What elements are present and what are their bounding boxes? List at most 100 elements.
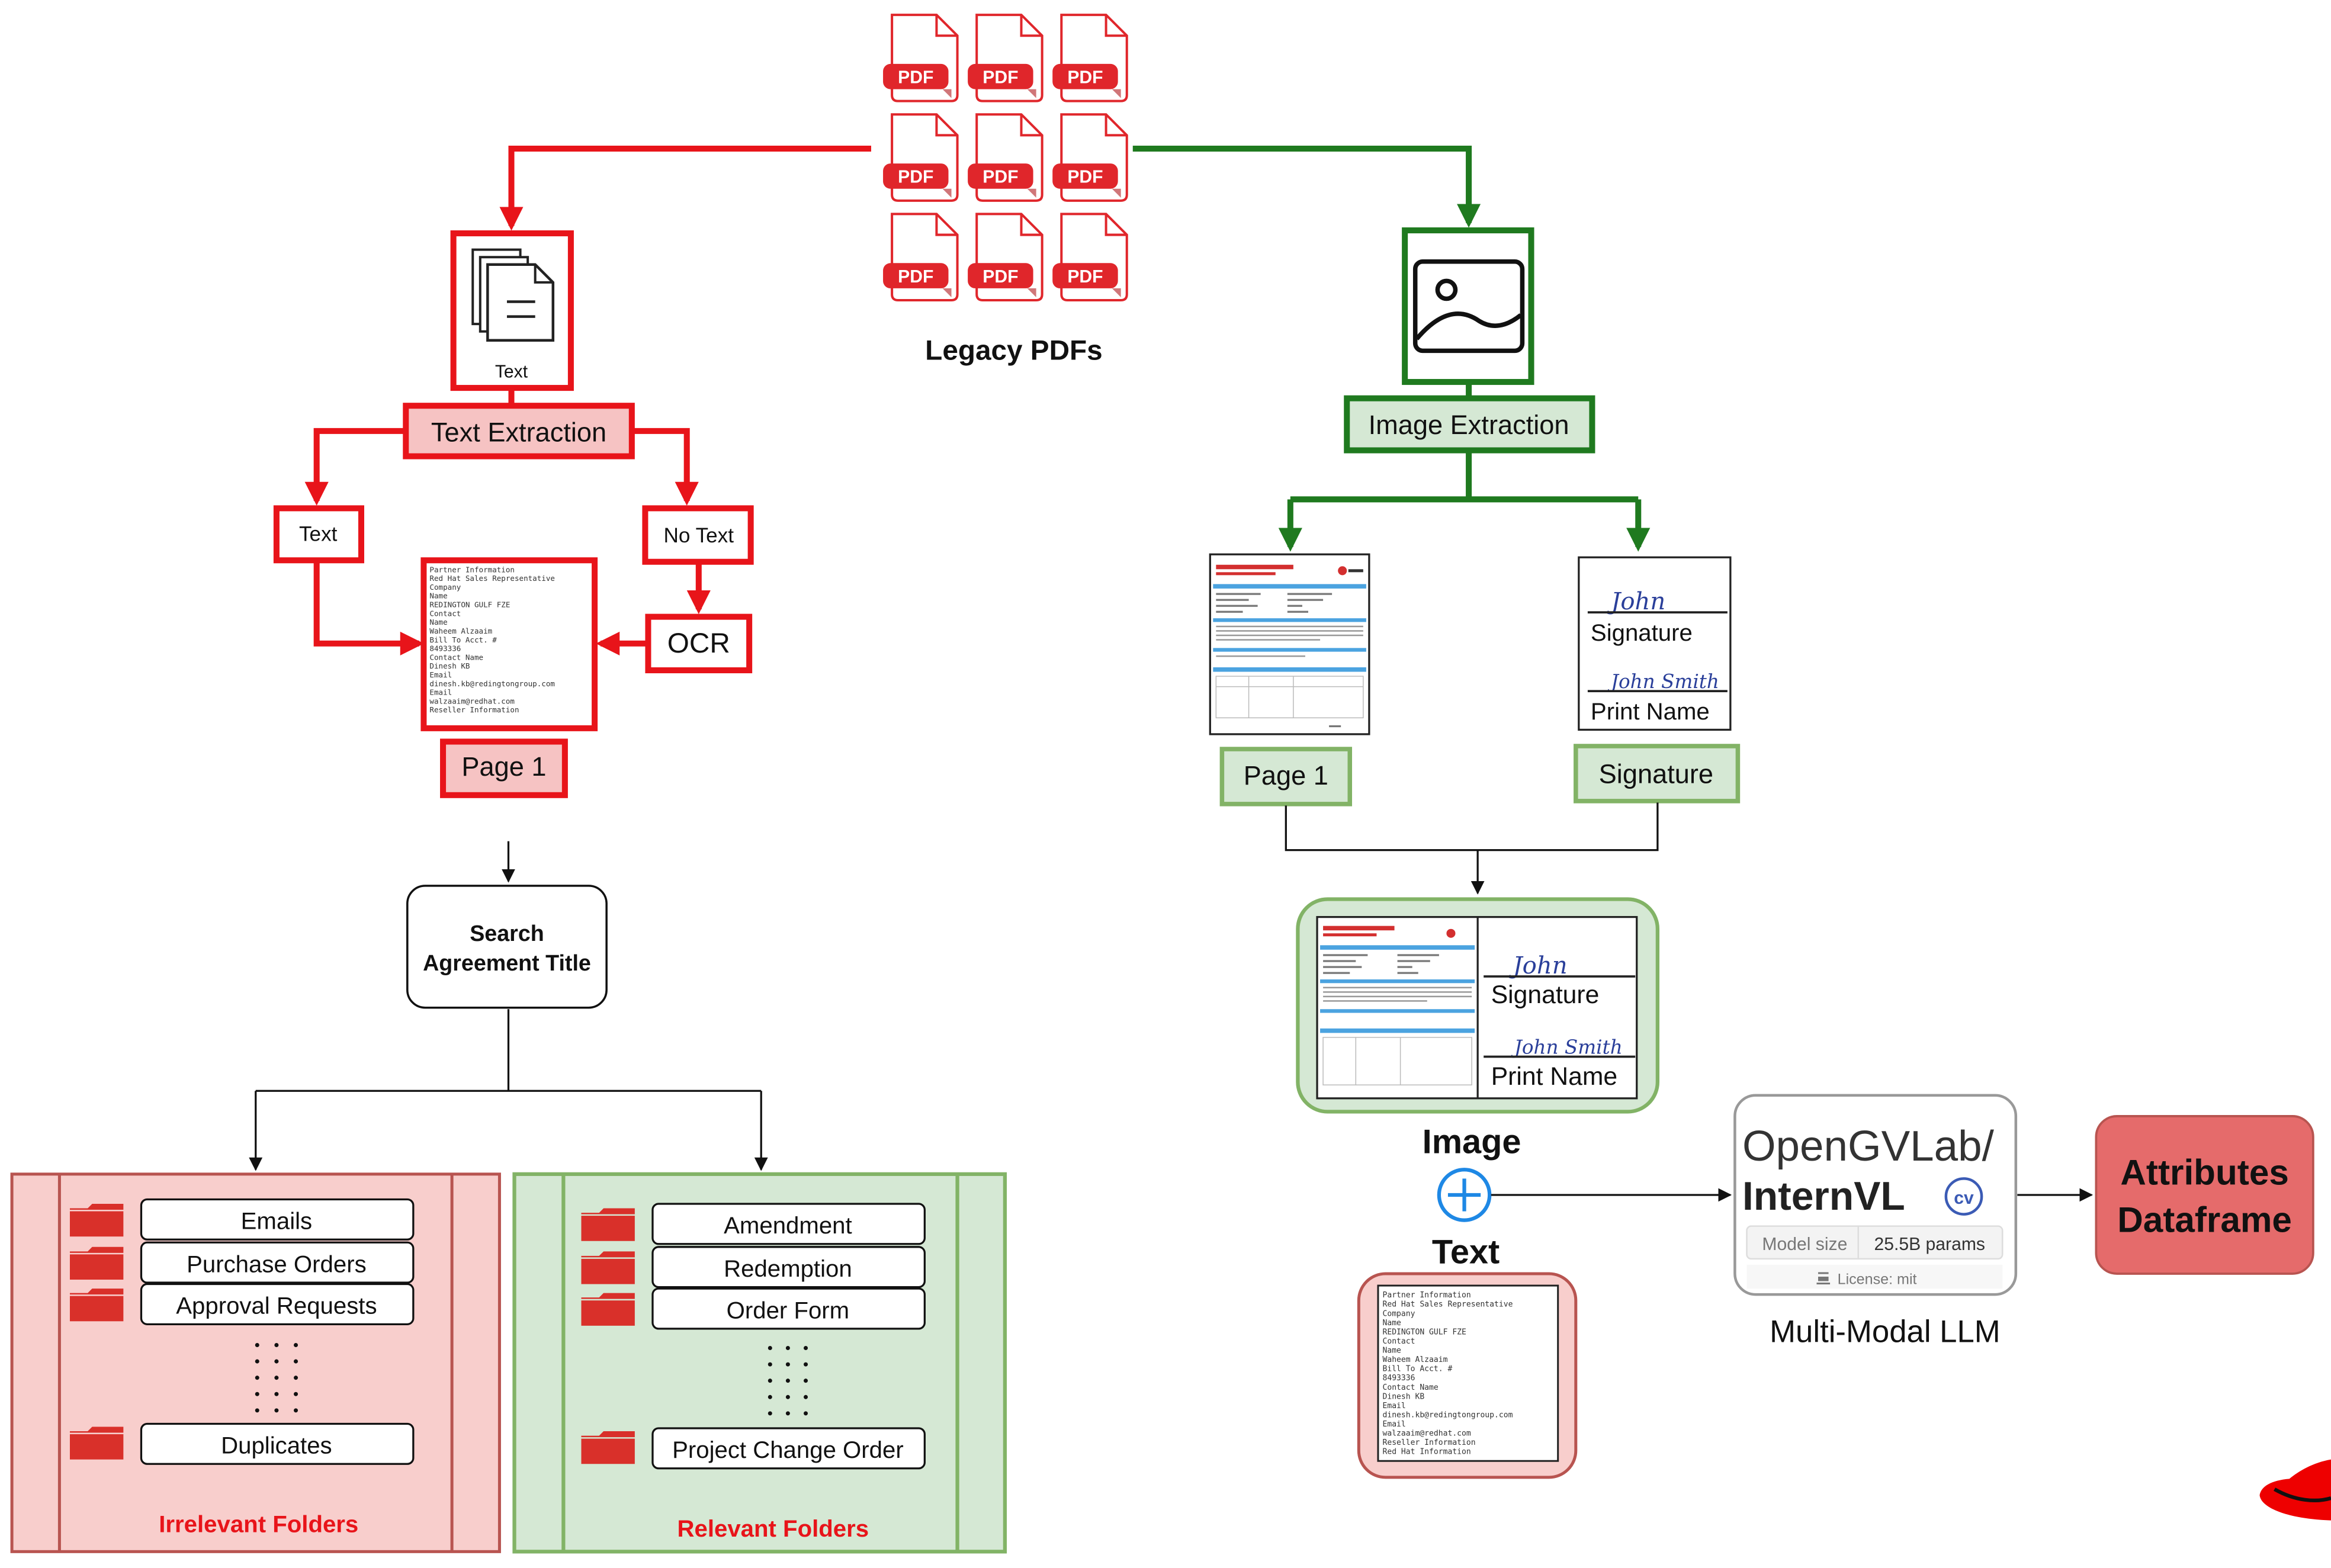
irrelevant-folders-group: Emails Purchase Orders Approval Requests… bbox=[10, 1172, 501, 1553]
svg-text:PDF: PDF bbox=[1067, 168, 1103, 187]
svg-text:cv: cv bbox=[1954, 1188, 1974, 1208]
llm-org: OpenGVLab/ bbox=[1742, 1122, 1995, 1170]
image-page-label: Page 1 bbox=[1219, 747, 1353, 807]
page-text-line: REDINGTON GULF FZE bbox=[429, 600, 510, 609]
image-page-thumbnail bbox=[1209, 553, 1370, 735]
svg-text:Duplicates: Duplicates bbox=[221, 1432, 332, 1459]
svg-text:Approval Requests: Approval Requests bbox=[176, 1293, 377, 1319]
svg-text:John Smith: John Smith bbox=[1607, 670, 1719, 693]
page-text-line: Dinesh KB bbox=[429, 661, 470, 670]
relevant-folders-group: Amendment Redemption Order Form Project … bbox=[512, 1172, 1007, 1554]
svg-text:PDF: PDF bbox=[1067, 68, 1103, 88]
folder-item: Redemption bbox=[651, 1246, 926, 1289]
svg-text:Order Form: Order Form bbox=[727, 1297, 850, 1323]
edge-extraction-to-no-text bbox=[633, 428, 699, 506]
llm-caption: Multi-Modal LLM bbox=[1770, 1314, 2001, 1349]
edge-merge-lines bbox=[1285, 802, 1659, 852]
page-text-line: Reseller Information bbox=[429, 705, 519, 714]
text-document-node: Text bbox=[450, 230, 574, 391]
svg-text:PDF: PDF bbox=[983, 168, 1018, 187]
folder-icon bbox=[69, 1289, 124, 1322]
svg-text:Text: Text bbox=[299, 523, 338, 546]
pdf-icon: PDF bbox=[883, 214, 958, 300]
page-text-line: Bill To Acct. # bbox=[1382, 1365, 1452, 1374]
svg-text:Amendment: Amendment bbox=[724, 1212, 852, 1239]
folder-icon bbox=[581, 1251, 635, 1284]
page-text-line: Waheem Alzaaim bbox=[1382, 1355, 1447, 1364]
folder-item: Purchase Orders bbox=[140, 1241, 415, 1284]
pdf-grid: PDF PDF PDF PDF PDF PDF PDF PDF PDF bbox=[883, 15, 1127, 300]
folder-icon bbox=[69, 1426, 124, 1460]
folder-item: Order Form bbox=[651, 1287, 926, 1330]
edge-pdfs-to-image-branch bbox=[1132, 145, 1481, 228]
ellipsis-dots bbox=[255, 1342, 298, 1413]
pdf-icon: PDF bbox=[883, 15, 958, 101]
model-size-value: 25.5B params bbox=[1874, 1235, 1985, 1254]
text-page-label: Page 1 bbox=[440, 738, 568, 798]
folder-icon bbox=[69, 1204, 124, 1237]
svg-text:Page 1: Page 1 bbox=[461, 751, 546, 782]
llm-model: InternVL bbox=[1742, 1174, 1905, 1219]
page-text-line: 8493336 bbox=[1382, 1374, 1415, 1383]
pdf-icon: PDF bbox=[1052, 114, 1127, 201]
folder-item: Amendment bbox=[651, 1203, 926, 1245]
image-caption: Image bbox=[1423, 1123, 1521, 1161]
svg-text:Project Change Order: Project Change Order bbox=[672, 1437, 904, 1463]
svg-text:Purchase Orders: Purchase Orders bbox=[187, 1251, 367, 1277]
text-caption: Text bbox=[1432, 1233, 1500, 1271]
page-text-line: dinesh.kb@redingtongroup.com bbox=[1382, 1410, 1513, 1419]
edge-text-to-page bbox=[313, 561, 424, 656]
license-icon bbox=[1816, 1272, 1831, 1285]
svg-text:PDF: PDF bbox=[1067, 267, 1103, 287]
signature-thumbnail: John Signature John Smith Print Name bbox=[1578, 556, 1732, 731]
pdf-icon: PDF bbox=[968, 15, 1042, 101]
svg-text:PDF: PDF bbox=[898, 168, 933, 187]
svg-text:Print Name: Print Name bbox=[1591, 698, 1710, 725]
folder-icon bbox=[581, 1431, 635, 1464]
page-text-line: Name bbox=[1382, 1347, 1401, 1355]
ocr-node: OCR bbox=[645, 613, 753, 673]
edge-image-extraction-split bbox=[1290, 452, 1639, 503]
pdf-icon: PDF bbox=[1052, 214, 1127, 300]
svg-text:Attributes: Attributes bbox=[2120, 1152, 2288, 1192]
svg-text:No Text: No Text bbox=[664, 524, 734, 547]
svg-text:John Smith: John Smith bbox=[1511, 1036, 1623, 1059]
red-hat-logo-icon bbox=[2259, 1459, 2331, 1521]
page-text-line: walzaaim@redhat.com bbox=[1382, 1429, 1470, 1438]
pdf-icon: PDF bbox=[1052, 15, 1127, 101]
svg-text:PDF: PDF bbox=[898, 267, 933, 287]
page-text-line: Name bbox=[429, 592, 447, 600]
irrelevant-folders-caption: Irrelevant Folders bbox=[159, 1511, 358, 1538]
svg-text:Signature: Signature bbox=[1599, 759, 1713, 789]
no-text-node: No Text bbox=[642, 505, 754, 565]
signature-label: Signature bbox=[1574, 744, 1741, 804]
model-badge-icon: cv bbox=[1944, 1177, 1983, 1216]
svg-text:Emails: Emails bbox=[241, 1208, 313, 1235]
text-extraction-node: Text Extraction bbox=[403, 403, 635, 460]
page-text-line: Contact bbox=[429, 609, 461, 618]
edge-extraction-to-text bbox=[304, 428, 404, 506]
page-text-line: Contact Name bbox=[1382, 1383, 1438, 1392]
image-extraction-node: Image Extraction bbox=[1344, 395, 1595, 454]
plus-icon bbox=[1437, 1168, 1492, 1222]
folder-icon bbox=[581, 1293, 635, 1326]
model-size-label: Model size bbox=[1762, 1235, 1847, 1254]
svg-text:Text Extraction: Text Extraction bbox=[431, 417, 606, 447]
svg-text:Signature: Signature bbox=[1591, 619, 1693, 646]
folder-icon bbox=[69, 1246, 124, 1280]
page-text-line: Partner Information bbox=[1382, 1291, 1470, 1300]
svg-text:OCR: OCR bbox=[667, 628, 730, 659]
svg-text:PDF: PDF bbox=[983, 267, 1018, 287]
svg-text:Dataframe: Dataframe bbox=[2117, 1200, 2292, 1240]
svg-text:Page 1: Page 1 bbox=[1244, 760, 1328, 791]
attributes-dataframe-node: Attributes Dataframe bbox=[2095, 1115, 2314, 1275]
doc-icon-label: Text bbox=[495, 362, 528, 382]
pdf-icon: PDF bbox=[968, 214, 1042, 300]
page-text-line: Email bbox=[1382, 1402, 1405, 1410]
